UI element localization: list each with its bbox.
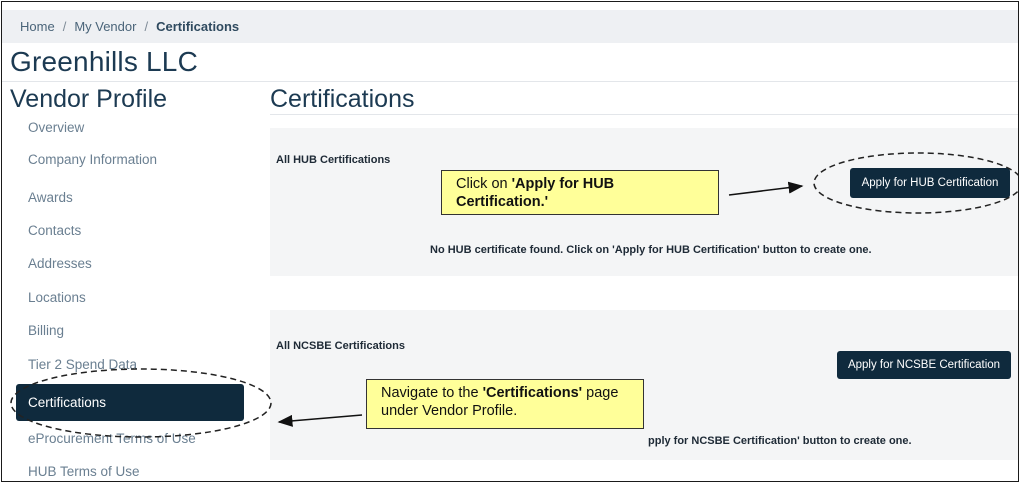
callout-nav-prefix: Navigate to the bbox=[381, 385, 483, 401]
breadcrumb: Home / My Vendor / Certifications bbox=[2, 10, 1018, 43]
sidebar-item-eprocurement-terms[interactable]: eProcurement Terms of Use bbox=[28, 431, 196, 446]
page-title: Certifications bbox=[270, 85, 415, 113]
callout-nav-bold: 'Certifications' bbox=[482, 385, 583, 401]
callout-nav: Navigate to the 'Certifications' page un… bbox=[366, 379, 644, 429]
highlight-ellipse-certifications bbox=[10, 368, 272, 438]
sidebar-item-billing[interactable]: Billing bbox=[28, 323, 65, 338]
callout-hub-prefix: Click on bbox=[456, 176, 512, 192]
highlight-ellipse-hub bbox=[813, 152, 1018, 214]
sidebar-item-awards[interactable]: Awards bbox=[28, 190, 73, 205]
callout-hub-bold: 'Apply for HUB Certification.' bbox=[456, 176, 615, 210]
ncsbe-panel-label: All NCSBE Certifications bbox=[276, 340, 405, 352]
breadcrumb-home[interactable]: Home bbox=[20, 19, 55, 34]
arrow-to-hub-button bbox=[728, 181, 804, 196]
sidebar-item-addresses[interactable]: Addresses bbox=[28, 256, 92, 271]
sidebar-item-tier-2-spend-data[interactable]: Tier 2 Spend Data bbox=[28, 357, 138, 372]
sidebar-item-certifications[interactable]: Certifications bbox=[16, 384, 244, 421]
sidebar-item-locations[interactable]: Locations bbox=[28, 290, 86, 305]
callout-hub: Click on 'Apply for HUB Certification.' bbox=[441, 170, 719, 215]
callout-nav-suffix: page under Vendor Profile. bbox=[381, 385, 619, 419]
hub-empty-message: No HUB certificate found. Click on 'Appl… bbox=[430, 244, 872, 256]
hub-panel-label: All HUB Certifications bbox=[276, 154, 391, 166]
apply-ncsbe-certification-button[interactable]: Apply for NCSBE Certification bbox=[837, 351, 1011, 379]
breadcrumb-separator: / bbox=[62, 19, 67, 34]
breadcrumb-separator: / bbox=[144, 19, 149, 34]
arrow-to-certifications-item bbox=[277, 414, 363, 427]
divider bbox=[270, 114, 1018, 115]
breadcrumb-current: Certifications bbox=[156, 19, 240, 34]
divider bbox=[2, 81, 1018, 82]
sidebar-item-contacts[interactable]: Contacts bbox=[28, 223, 82, 238]
apply-hub-certification-button[interactable]: Apply for HUB Certification bbox=[850, 168, 1010, 198]
ncsbe-empty-message: pply for NCSBE Certification' button to … bbox=[648, 435, 912, 447]
breadcrumb-my-vendor[interactable]: My Vendor bbox=[74, 19, 137, 34]
company-name: Greenhills LLC bbox=[10, 46, 198, 77]
sidebar-item-company-information[interactable]: Company Information bbox=[28, 152, 158, 167]
sidebar-item-hub-terms[interactable]: HUB Terms of Use bbox=[28, 464, 140, 479]
sidebar-title: Vendor Profile bbox=[10, 85, 168, 113]
sidebar-item-overview[interactable]: Overview bbox=[28, 120, 85, 135]
